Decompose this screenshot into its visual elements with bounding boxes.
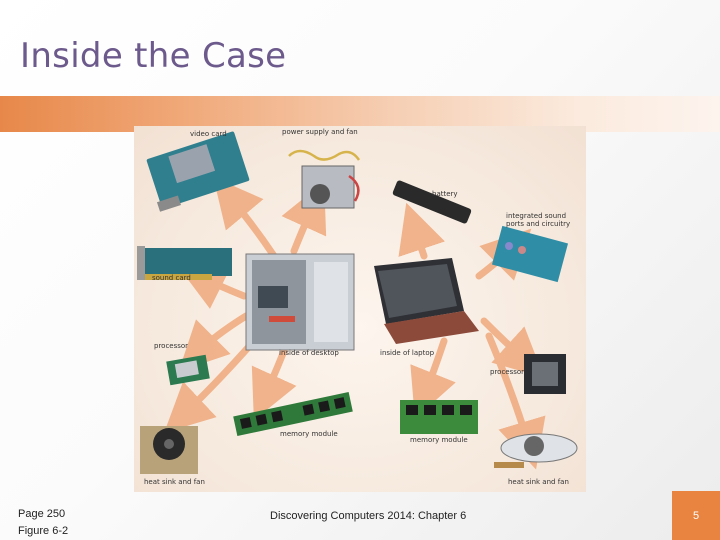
- memory-module-right-image: [400, 400, 478, 434]
- label-processor-left: processor: [154, 342, 189, 350]
- label-power-supply: power supply and fan: [282, 128, 358, 136]
- components-illustration: [137, 131, 578, 474]
- label-memory-left: memory module: [280, 430, 338, 438]
- label-memory-right: memory module: [410, 436, 468, 444]
- label-inside-desktop: inside of desktop: [279, 349, 339, 357]
- label-heat-sink-right: heat sink and fan: [508, 478, 569, 486]
- memory-module-left-image: [233, 391, 353, 437]
- figure-computer-components: video card power supply and fan battery …: [134, 126, 586, 492]
- footer-source: Discovering Computers 2014: Chapter 6: [270, 510, 467, 522]
- processor-left-image: [166, 354, 210, 386]
- laptop-image: [374, 258, 479, 344]
- power-supply-image: [288, 149, 361, 209]
- label-heat-sink-left: heat sink and fan: [144, 478, 205, 486]
- desktop-arrows: [164, 177, 327, 433]
- slide-title: Inside the Case: [20, 36, 287, 76]
- label-battery: battery: [432, 190, 458, 198]
- slide-number: 5: [672, 491, 720, 540]
- heat-sink-right-image: [494, 433, 578, 468]
- label-inside-laptop: inside of laptop: [380, 349, 435, 357]
- label-integrated-sound: integrated sound ports and circuitry: [506, 212, 571, 228]
- integrated-sound-image: [491, 225, 569, 283]
- label-sound-card: sound card: [152, 274, 191, 282]
- video-card-image: [146, 131, 250, 212]
- battery-image: [392, 180, 472, 224]
- desktop-image: [245, 253, 355, 351]
- sound-card-image: [137, 246, 232, 280]
- heat-sink-left-image: [140, 426, 198, 474]
- processor-right-image: [524, 354, 566, 394]
- page-reference: Page 250: [18, 508, 66, 520]
- figure-reference: Figure 6-2: [18, 525, 69, 537]
- label-video-card: video card: [190, 130, 227, 138]
- footer-reference: Page 250 Figure 6-2: [18, 506, 68, 540]
- label-processor-right: processor: [490, 368, 525, 376]
